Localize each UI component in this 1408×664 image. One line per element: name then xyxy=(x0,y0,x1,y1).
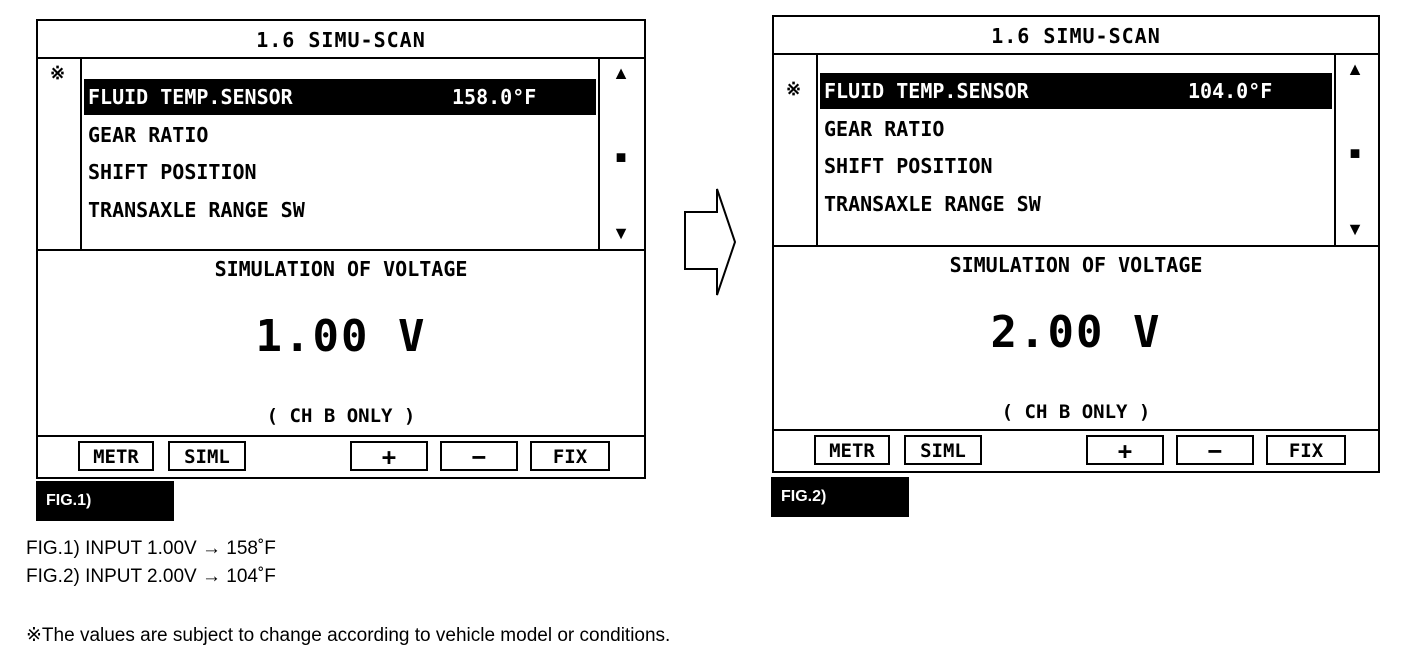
right-arrow-icon xyxy=(684,188,737,296)
function-button-bar: METR SIML + − FIX xyxy=(38,435,644,477)
list-item-label: SHIFT POSITION xyxy=(88,160,257,184)
selection-marker: ※ xyxy=(50,63,66,84)
decrease-button[interactable]: − xyxy=(440,441,518,471)
metr-button[interactable]: METR xyxy=(78,441,154,471)
list-item-value: 104.0°F xyxy=(1188,79,1273,103)
scrollbar[interactable]: ▲ ■ ▼ xyxy=(1332,53,1378,245)
list-item-transaxle-range[interactable]: TRANSAXLE RANGE SW xyxy=(84,192,596,228)
scan-screen-fig2: 1.6 SIMU-SCAN ※ FLUID TEMP.SENSOR 104.0°… xyxy=(772,15,1380,473)
list-item-transaxle-range[interactable]: TRANSAXLE RANGE SW xyxy=(820,186,1332,222)
metr-button[interactable]: METR xyxy=(814,435,890,465)
parameter-list: FLUID TEMP.SENSOR 104.0°F GEAR RATIO SHI… xyxy=(816,53,1336,245)
list-item-gear-ratio[interactable]: GEAR RATIO xyxy=(84,117,596,153)
list-item-label: FLUID TEMP.SENSOR xyxy=(824,79,1029,103)
list-item-label: SHIFT POSITION xyxy=(824,154,993,178)
decrease-button[interactable]: − xyxy=(1176,435,1254,465)
caption-fig1: FIG.1) INPUT 1.00V → 158˚F xyxy=(26,538,276,559)
scroll-down-icon[interactable]: ▼ xyxy=(612,223,630,243)
footnote: ※The values are subject to change accord… xyxy=(26,625,671,646)
caption-fig2: FIG.2) INPUT 2.00V → 104˚F xyxy=(26,566,276,587)
list-item-value: 158.0°F xyxy=(452,85,537,109)
function-button-bar: METR SIML + − FIX xyxy=(774,429,1378,471)
scroll-thumb-icon[interactable]: ■ xyxy=(615,147,627,167)
screen-title: 1.6 SIMU-SCAN xyxy=(774,17,1378,55)
list-item-gear-ratio[interactable]: GEAR RATIO xyxy=(820,111,1332,147)
scroll-up-icon[interactable]: ▲ xyxy=(1346,59,1364,79)
simulation-panel: SIMULATION OF VOLTAGE 1.00 V ( CH B ONLY… xyxy=(38,249,644,439)
channel-note: ( CH B ONLY ) xyxy=(266,405,416,427)
list-item-label: FLUID TEMP.SENSOR xyxy=(88,85,293,109)
list-item-label: TRANSAXLE RANGE SW xyxy=(88,198,305,222)
scrollbar[interactable]: ▲ ■ ▼ xyxy=(598,57,644,249)
list-item-shift-position[interactable]: SHIFT POSITION xyxy=(84,154,596,190)
increase-button[interactable]: + xyxy=(350,441,428,471)
voltage-readout: 2.00 V xyxy=(990,307,1162,358)
simulation-title: SIMULATION OF VOLTAGE xyxy=(949,253,1203,277)
list-item-fluid-temp[interactable]: FLUID TEMP.SENSOR 158.0°F xyxy=(84,79,596,115)
selection-marker: ※ xyxy=(786,79,802,100)
scroll-down-icon[interactable]: ▼ xyxy=(1346,219,1364,239)
channel-note: ( CH B ONLY ) xyxy=(1001,401,1151,423)
scroll-up-icon[interactable]: ▲ xyxy=(612,63,630,83)
simulation-title: SIMULATION OF VOLTAGE xyxy=(214,257,468,281)
scan-screen-fig1: 1.6 SIMU-SCAN ※ FLUID TEMP.SENSOR 158.0°… xyxy=(36,19,646,479)
list-item-fluid-temp[interactable]: FLUID TEMP.SENSOR 104.0°F xyxy=(820,73,1332,109)
list-item-label: TRANSAXLE RANGE SW xyxy=(824,192,1041,216)
siml-button[interactable]: SIML xyxy=(168,441,246,471)
screen-title: 1.6 SIMU-SCAN xyxy=(38,21,644,59)
list-item-label: GEAR RATIO xyxy=(824,117,945,141)
fix-button[interactable]: FIX xyxy=(1266,435,1346,465)
list-item-label: GEAR RATIO xyxy=(88,123,209,147)
increase-button[interactable]: + xyxy=(1086,435,1164,465)
scroll-thumb-icon[interactable]: ■ xyxy=(1349,143,1361,163)
figure-label: FIG.1) xyxy=(36,481,174,521)
figure-label: FIG.2) xyxy=(771,477,909,517)
parameter-list: FLUID TEMP.SENSOR 158.0°F GEAR RATIO SHI… xyxy=(80,57,600,249)
siml-button[interactable]: SIML xyxy=(904,435,982,465)
simulation-panel: SIMULATION OF VOLTAGE 2.00 V ( CH B ONLY… xyxy=(774,245,1378,435)
fix-button[interactable]: FIX xyxy=(530,441,610,471)
voltage-readout: 1.00 V xyxy=(255,311,427,362)
list-item-shift-position[interactable]: SHIFT POSITION xyxy=(820,148,1332,184)
